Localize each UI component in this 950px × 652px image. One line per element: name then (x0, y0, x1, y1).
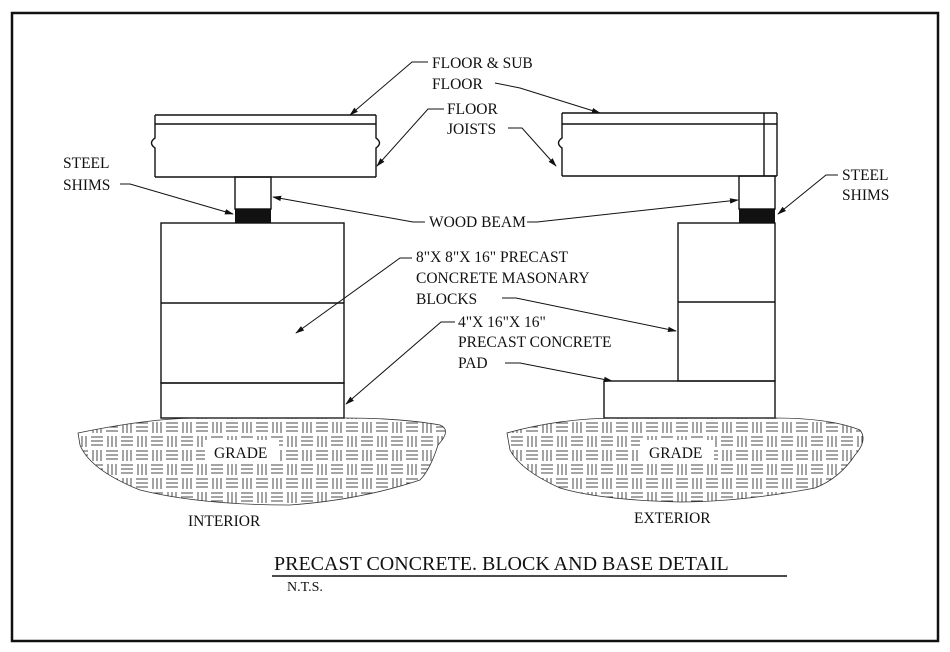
label-steel-shims-right-1: STEEL (842, 167, 889, 184)
floor-assembly-right (557, 112, 778, 177)
wood-beam-right (738, 175, 776, 210)
label-floor-joists-1: FLOOR (447, 101, 498, 118)
label-grade-left: GRADE (214, 445, 267, 462)
label-wood-beam: WOOD BEAM (429, 214, 526, 231)
sheet-border (10, 11, 940, 643)
interior-detail (77, 114, 446, 506)
label-floor-joists-2: JOISTS (447, 121, 496, 138)
label-pad-2: PRECAST CONCRETE (458, 334, 611, 351)
label-blocks-1: 8"X 8"X 16" PRECAST (416, 249, 569, 266)
label-interior: INTERIOR (188, 513, 261, 530)
exterior-detail (506, 112, 864, 503)
label-pad-1: 4"X 16"X 16" (458, 314, 546, 331)
steel-shims-right (739, 209, 775, 223)
label-blocks-2: CONCRETE MASONARY (416, 270, 590, 287)
label-blocks-3: BLOCKS (416, 291, 477, 308)
concrete-pad-right (603, 380, 776, 419)
label-steel-shims-left-1: STEEL (63, 155, 110, 172)
label-pad-3: PAD (458, 355, 488, 372)
label-steel-shims-right-2: SHIMS (842, 187, 889, 204)
concrete-pad-left (160, 382, 345, 419)
label-floor-sub-2: FLOOR (432, 76, 483, 93)
callout-labels: FLOOR & SUB FLOOR FLOOR JOISTS STEEL SHI… (63, 55, 889, 530)
label-exterior: EXTERIOR (634, 510, 711, 527)
drawing-title: PRECAST CONCRETE. BLOCK AND BASE DETAIL (274, 553, 729, 575)
label-steel-shims-left-2: SHIMS (63, 177, 110, 194)
wood-beam-left (234, 176, 272, 210)
label-grade-right: GRADE (649, 445, 702, 462)
leader-lines (120, 61, 838, 405)
floor-assembly-left (150, 114, 381, 178)
label-floor-sub-1: FLOOR & SUB (432, 55, 533, 72)
drawing-scale-note: N.T.S. (287, 580, 323, 595)
steel-shims-left (235, 209, 271, 223)
